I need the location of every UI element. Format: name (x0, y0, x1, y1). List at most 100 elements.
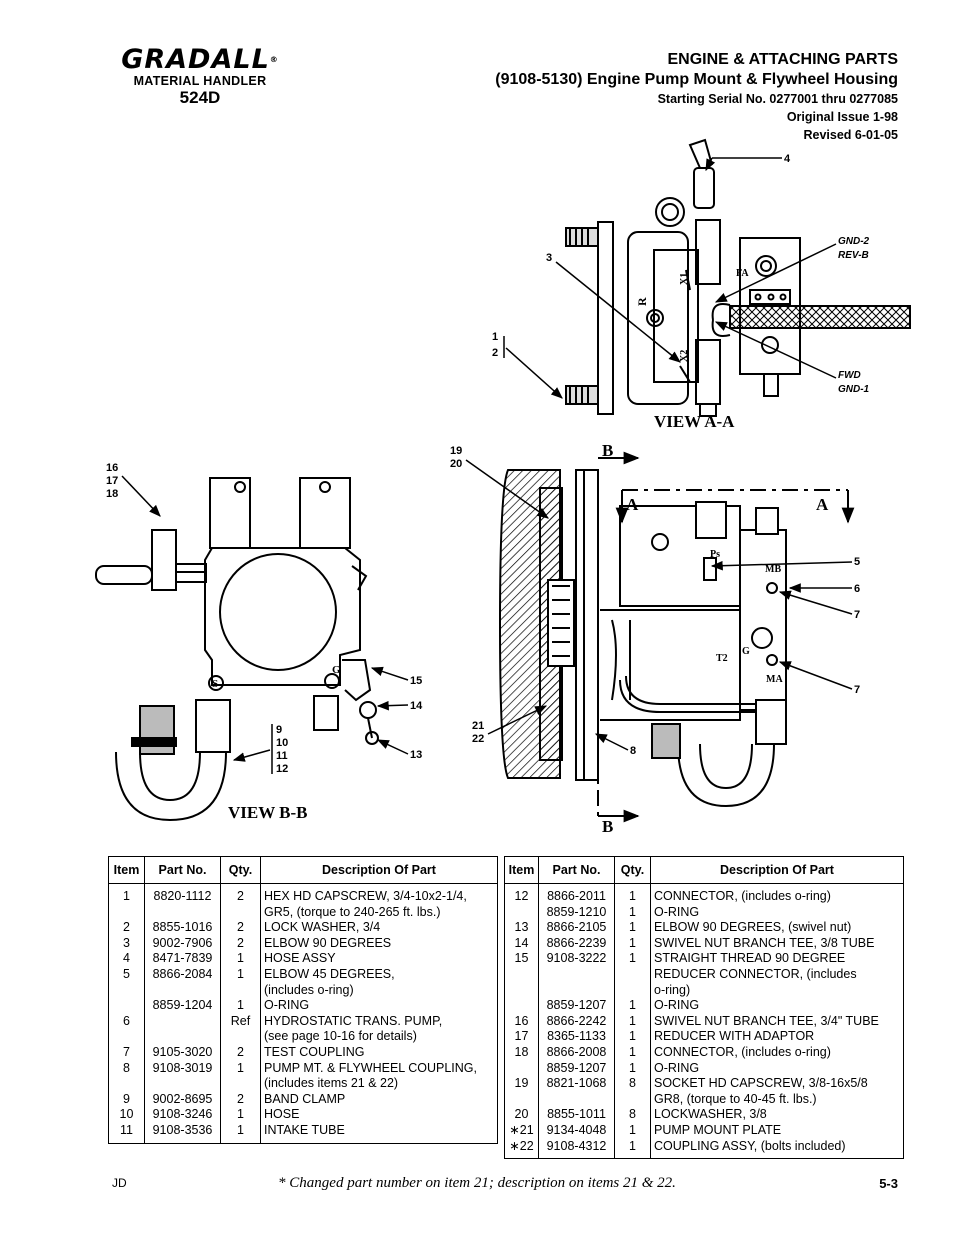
callout-1: 1 (492, 331, 498, 343)
quantity: 1 (614, 1013, 651, 1030)
quantity: 2 (220, 883, 261, 905)
callout-10: 10 (276, 737, 288, 749)
callout-18: 18 (106, 488, 118, 500)
part-number (144, 1076, 221, 1092)
part-number (144, 1013, 221, 1030)
page-number: 5-3 (879, 1176, 898, 1191)
part-number: 8821-1068 (538, 1076, 615, 1092)
description: PUMP MT. & FLYWHEEL COUPLING, (260, 1060, 498, 1077)
description: INTAKE TUBE (260, 1122, 498, 1143)
item-number: 2 (108, 920, 145, 936)
item-number: ∗22 (504, 1138, 539, 1159)
part-number: 9108-3222 (538, 951, 615, 967)
quantity: 1 (614, 1060, 651, 1077)
part-number: 8820-1112 (144, 883, 221, 905)
description: (see page 10-16 for details) (260, 1029, 498, 1045)
quantity: 2 (220, 935, 261, 952)
port-mb-label: MB (765, 564, 781, 575)
part-number: 9105-3020 (144, 1044, 221, 1061)
table-row: o-ring) (504, 982, 904, 999)
view-bb-drawing (95, 477, 379, 822)
item-number: 3 (108, 935, 145, 952)
description: O-RING (650, 1060, 904, 1077)
callout-fwd: FWD (838, 370, 861, 381)
quantity: 1 (220, 1060, 261, 1077)
description: REDUCER CONNECTOR, (includes (650, 966, 904, 983)
col-qty-header: Qty. (220, 856, 261, 884)
item-number: 8 (108, 1060, 145, 1077)
item-number (108, 904, 145, 921)
part-number: 8866-2084 (144, 966, 221, 983)
description: COUPLING ASSY, (bolts included) (650, 1138, 904, 1159)
quantity (614, 1091, 651, 1108)
description: O-RING (260, 998, 498, 1014)
col-part-header: Part No. (538, 856, 615, 884)
quantity: 1 (614, 951, 651, 967)
part-number: 8866-2239 (538, 935, 615, 952)
item-number: 13 (504, 920, 539, 936)
part-number (144, 1029, 221, 1045)
item-number (504, 966, 539, 983)
description: ELBOW 90 DEGREES (260, 935, 498, 952)
quantity: 1 (614, 998, 651, 1014)
item-number: 20 (504, 1107, 539, 1123)
item-number: ∗21 (504, 1122, 539, 1139)
section-a-left: A (626, 495, 639, 514)
part-number: 9134-4048 (538, 1122, 615, 1139)
revision-date: Revised 6-01-05 (803, 128, 898, 142)
item-number: 16 (504, 1013, 539, 1030)
callout-5: 5 (854, 556, 860, 568)
part-number (538, 966, 615, 983)
callout-19: 19 (450, 445, 462, 457)
port-s-label: S (212, 678, 218, 690)
callout-20: 20 (450, 458, 462, 470)
quantity: 1 (614, 904, 651, 921)
item-number: 18 (504, 1044, 539, 1061)
quantity: 1 (614, 883, 651, 905)
description: (includes o-ring) (260, 982, 498, 999)
description: O-RING (650, 904, 904, 921)
part-number: 8859-1210 (538, 904, 615, 921)
callout-4: 4 (784, 153, 791, 165)
table-header-row: Item Part No. Qty. Description Of Part (504, 856, 904, 884)
part-number: 9108-3536 (144, 1122, 221, 1143)
part-number (144, 982, 221, 999)
col-item-header: Item (108, 856, 145, 884)
item-number: 12 (504, 883, 539, 905)
table-row: (includes o-ring) (108, 982, 498, 999)
quantity (220, 1076, 261, 1092)
item-number: 14 (504, 935, 539, 952)
col-desc-header: Description Of Part (650, 856, 904, 884)
parts-drawing: FA X1 X2 R 4 3 1 2 GND-2 REV-B FWD GND-1… (95, 138, 911, 836)
table-row: GR5, (torque to 240-265 ft. lbs.) (108, 904, 498, 921)
description: GR8, (torque to 40-45 ft. lbs.) (650, 1091, 904, 1108)
quantity: 8 (614, 1107, 651, 1123)
col-item-header: Item (504, 856, 539, 884)
callout-8: 8 (630, 745, 636, 757)
port-r-label: R (635, 297, 649, 306)
description: HEX HD CAPSCREW, 3/4-10x2-1/4, (260, 883, 498, 905)
model-number: 524D (179, 88, 221, 107)
part-number: 9108-4312 (538, 1138, 615, 1159)
description: LOCKWASHER, 3/8 (650, 1107, 904, 1123)
quantity: 8 (614, 1076, 651, 1092)
description: SWIVEL NUT BRANCH TEE, 3/8 TUBE (650, 935, 904, 952)
part-number: 8866-2105 (538, 920, 615, 936)
quantity (220, 982, 261, 999)
port-ps-label: Ps (710, 549, 720, 560)
section-a-right: A (816, 495, 829, 514)
